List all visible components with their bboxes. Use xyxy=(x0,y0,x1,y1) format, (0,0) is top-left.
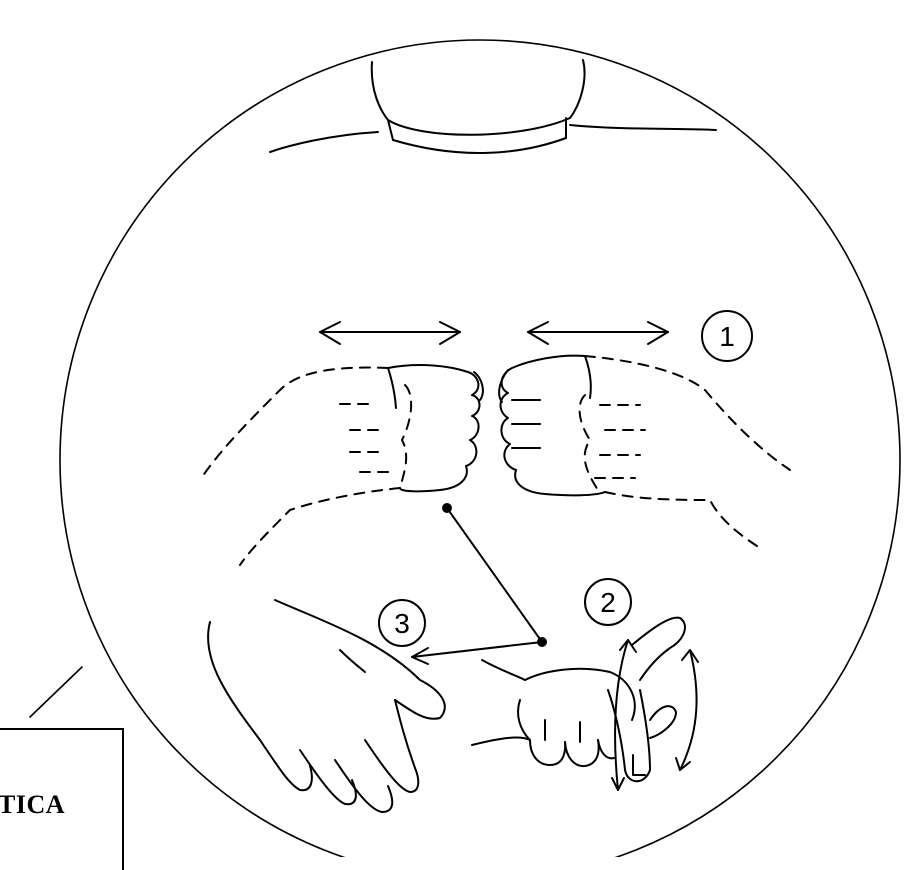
right-arm-dashed xyxy=(580,356,790,548)
mid-dot xyxy=(538,638,546,646)
marker-1-label: 1 xyxy=(719,321,735,352)
double-arrow-left xyxy=(320,322,460,344)
lower-fist xyxy=(472,660,635,766)
circle-frame xyxy=(60,40,900,857)
torso-outline xyxy=(270,60,716,153)
left-fist xyxy=(388,365,483,491)
right-fist xyxy=(499,356,605,496)
left-arm-dashed xyxy=(200,368,411,565)
movement-path xyxy=(412,508,542,664)
start-dot xyxy=(443,504,451,512)
extended-finger xyxy=(608,618,685,782)
double-arrow-right xyxy=(528,322,668,344)
caption-leader-line xyxy=(30,667,82,717)
caption-text: TICA xyxy=(0,790,65,820)
marker-2-label: 2 xyxy=(600,587,616,618)
marker-3-label: 3 xyxy=(394,608,410,639)
